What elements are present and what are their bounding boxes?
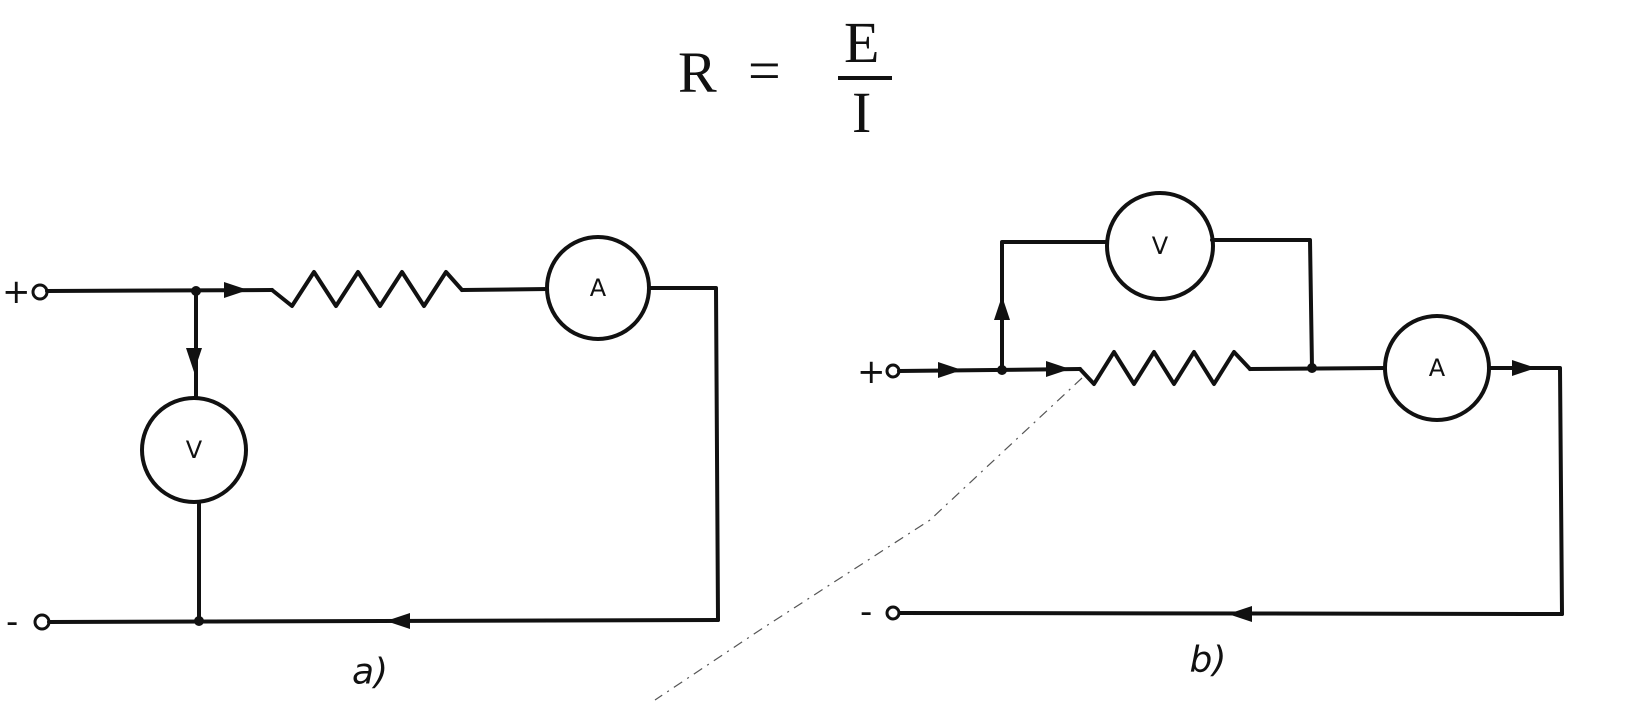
current-arrow-bottom-b [1228,606,1252,622]
current-arrow-voltmeter-b [994,296,1010,320]
minus-terminal-a [33,613,51,631]
plus-terminal-label-a: + [2,272,31,312]
stray-scan-line [654,377,1083,701]
voltmeter-b [1105,191,1215,301]
plus-terminal-a [31,283,49,301]
resistor-b [1078,350,1252,386]
caption-b: b) [1190,640,1227,681]
minus-terminal-label-a: - [6,602,18,642]
formula-lhs: R [678,40,717,105]
current-arrow-bottom-a [386,613,410,629]
voltmeter-right-lead-b [1210,238,1314,370]
formula-equals: = [748,38,781,103]
right-wire-a [647,286,720,622]
minus-terminal-label-b: - [860,592,872,632]
caption-a: a) [352,652,388,693]
voltmeter-label-b: V [1152,232,1169,260]
formula-denominator: I [852,80,872,145]
current-arrow-top-a [224,282,248,298]
voltmeter-a [140,396,248,504]
voltmeter-label-a: V [186,436,203,464]
wire-to-ammeter-b [1248,366,1388,371]
right-wire-b [1487,366,1564,616]
formula: R = E I [0,0,1626,150]
circuit-b: + - A V b) [857,191,1564,681]
junction-node-bottom-a [194,616,204,626]
ammeter-label-a: A [590,274,607,302]
current-arrow-resistor-b [1046,361,1070,377]
resistor-a [270,270,464,308]
fraction-bar [838,76,892,80]
minus-terminal-b [885,605,901,621]
circuit-a: + - A V a) [2,235,720,693]
wire-to-ammeter-a [460,287,550,292]
junction-node-top-a [191,286,201,296]
bottom-wire-a [47,618,720,624]
plus-terminal-label-b: + [857,352,886,392]
current-arrow-ammeter-b [1512,360,1536,376]
formula-numerator: E [844,10,880,75]
ammeter-label-b: A [1429,354,1446,382]
junction-node-right-b [1307,363,1317,373]
current-arrow-voltmeter-a [186,348,202,372]
junction-node-left-b [997,365,1007,375]
voltmeter-left-lead-b [1000,240,1110,372]
current-arrow-input-b [938,362,962,378]
